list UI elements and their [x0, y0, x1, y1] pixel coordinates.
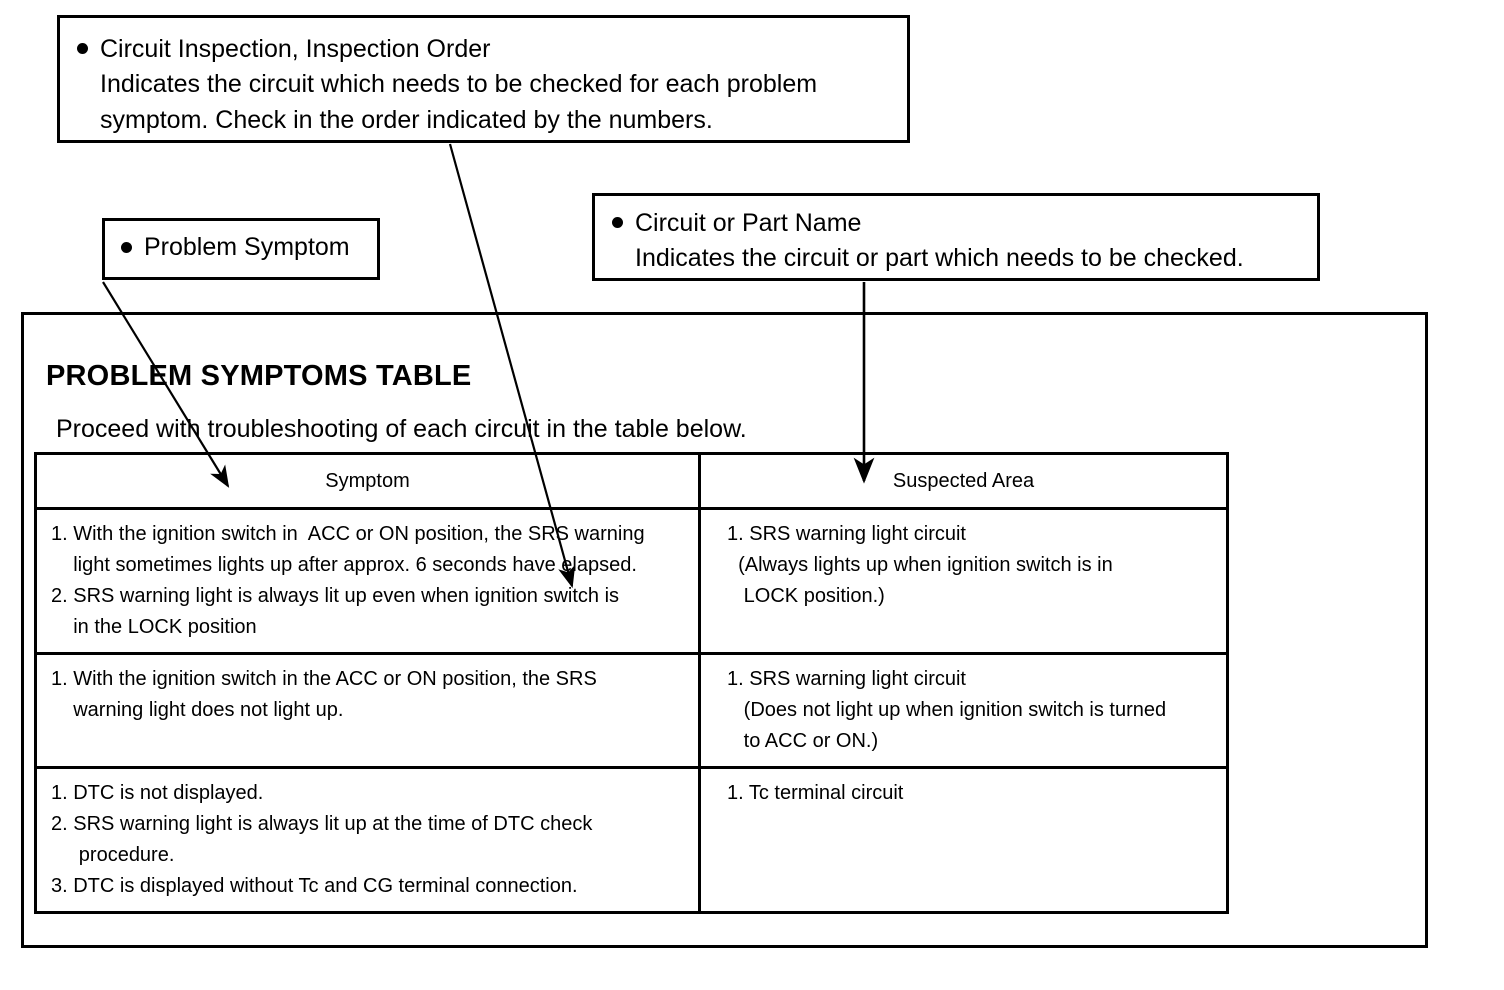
callout-inspection-order-line1: Indicates the circuit which needs to be … — [100, 70, 818, 98]
table-body: 1. With the ignition switch in ACC or ON… — [34, 507, 1229, 914]
cell-suspected-area: 1. SRS warning light circuit (Does not l… — [698, 652, 1229, 769]
symptom-line: 1. DTC is not displayed. — [51, 782, 264, 804]
problem-symptoms-panel: PROBLEM SYMPTOMS TABLE Proceed with trou… — [21, 312, 1428, 948]
cell-symptom: 1. With the ignition switch in ACC or ON… — [34, 507, 701, 655]
symptom-line: procedure. — [51, 844, 175, 866]
column-header-symptom: Symptom — [34, 452, 701, 510]
area-line: to ACC or ON.) — [727, 730, 879, 752]
callout-part-name-title: Circuit or Part Name — [635, 209, 862, 237]
area-line: (Always lights up when ignition switch i… — [727, 554, 1113, 576]
cell-symptom: 1. DTC is not displayed. 2. SRS warning … — [34, 766, 701, 914]
callout-title-row: Problem Symptom — [121, 230, 377, 264]
table-row: 1. With the ignition switch in ACC or ON… — [34, 507, 1229, 655]
symptom-line: 2. SRS warning light is always lit up ev… — [51, 585, 620, 607]
table-row: 1. DTC is not displayed. 2. SRS warning … — [34, 766, 1229, 914]
symptom-line: in the LOCK position — [51, 616, 257, 638]
callout-title-row: Circuit or Part Name — [612, 206, 1317, 240]
callout-part-name-line1: Indicates the circuit or part which need… — [635, 244, 1244, 272]
cell-symptom: 1. With the ignition switch in the ACC o… — [34, 652, 701, 769]
page-title: PROBLEM SYMPTOMS TABLE — [46, 360, 472, 392]
callout-problem-symptom-title: Problem Symptom — [144, 233, 350, 261]
table-header-row: Symptom Suspected Area — [34, 452, 1229, 510]
column-header-suspected-area: Suspected Area — [698, 452, 1229, 510]
callout-inspection-order: Circuit Inspection, Inspection Order Ind… — [57, 15, 910, 143]
callout-title-row: Circuit Inspection, Inspection Order — [77, 32, 907, 66]
callout-problem-symptom: Problem Symptom — [102, 218, 380, 280]
symptom-line: light sometimes lights up after approx. … — [51, 554, 637, 576]
bullet-icon — [612, 217, 623, 228]
cell-suspected-area: 1. Tc terminal circuit — [698, 766, 1229, 914]
cell-suspected-area: 1. SRS warning light circuit (Always lig… — [698, 507, 1229, 655]
area-line: 1. SRS warning light circuit — [727, 523, 966, 545]
area-line: LOCK position.) — [727, 585, 885, 607]
table-row: 1. With the ignition switch in the ACC o… — [34, 652, 1229, 769]
symptom-line: warning light does not light up. — [51, 699, 344, 721]
table-header: Symptom Suspected Area — [34, 452, 1229, 510]
area-line: 1. Tc terminal circuit — [727, 782, 904, 804]
symptom-line: 2. SRS warning light is always lit up at… — [51, 813, 593, 835]
callout-inspection-order-line2: symptom. Check in the order indicated by… — [100, 106, 713, 134]
callout-part-name: Circuit or Part Name Indicates the circu… — [592, 193, 1320, 281]
symptom-line: 3. DTC is displayed without Tc and CG te… — [51, 875, 578, 897]
callout-inspection-order-title: Circuit Inspection, Inspection Order — [100, 35, 491, 63]
bullet-icon — [121, 242, 132, 253]
bullet-icon — [77, 43, 88, 54]
area-line: 1. SRS warning light circuit — [727, 668, 966, 690]
panel-subtitle: Proceed with troubleshooting of each cir… — [56, 415, 747, 443]
symptom-line: 1. With the ignition switch in ACC or ON… — [51, 523, 645, 545]
problem-symptoms-table: Symptom Suspected Area 1. With the ignit… — [34, 452, 1229, 914]
area-line: (Does not light up when ignition switch … — [727, 699, 1167, 721]
symptom-line: 1. With the ignition switch in the ACC o… — [51, 668, 597, 690]
